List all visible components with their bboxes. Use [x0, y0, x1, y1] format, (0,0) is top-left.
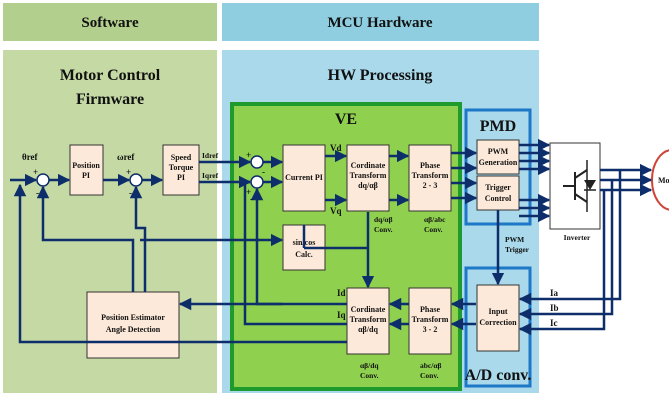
svg-text:Input: Input — [488, 307, 507, 316]
ad-conv-title: A/D conv. — [465, 367, 532, 384]
svg-text:Transform: Transform — [350, 315, 387, 324]
position-pi-block: Position PI — [69, 144, 104, 196]
svg-text:Cordinate: Cordinate — [351, 161, 386, 170]
ia-label: Ia — [550, 288, 559, 298]
current-pi-block: Current PI — [282, 144, 326, 212]
sum-junction-position — [36, 173, 50, 187]
phase-transform-2-3-block: Phase Transform 2 - 3 — [408, 144, 452, 212]
svg-text:Speed: Speed — [171, 153, 192, 162]
idref-label: Idref — [202, 151, 219, 160]
svg-text:Generation: Generation — [479, 158, 518, 167]
svg-text:Cordinate: Cordinate — [351, 305, 386, 314]
vq-label: Vq — [330, 206, 342, 216]
svg-text:Position: Position — [72, 161, 100, 170]
svg-text:Current PI: Current PI — [285, 173, 323, 182]
svg-text:Mo: Mo — [658, 176, 669, 185]
svg-text:PI: PI — [82, 171, 90, 180]
abc-ab-conv-label-1: abc/αβ — [420, 361, 442, 370]
sign-minus-3: - — [262, 167, 265, 177]
sign-plus-3: + — [246, 150, 251, 160]
svg-text:dq/αβ: dq/αβ — [358, 181, 378, 190]
svg-text:Correction: Correction — [479, 318, 517, 327]
coordinate-transform-ab-dq-block: Cordinate Transform αβ/dq — [346, 287, 390, 355]
sign-minus-4: - — [250, 194, 253, 204]
svg-text:Phase: Phase — [420, 305, 440, 314]
vd-label: Vd — [330, 143, 342, 153]
signal-wires — [10, 138, 653, 344]
ab-abc-conv-label-2: Conv. — [424, 225, 443, 234]
sign-plus-2: + — [126, 167, 131, 177]
sum-junction-speed — [129, 173, 143, 187]
omega-ref-label: ωref — [117, 152, 135, 162]
abc-ab-conv-label-2: Conv. — [420, 371, 439, 380]
svg-text:3 - 2: 3 - 2 — [423, 325, 438, 334]
sign-plus-4: + — [246, 187, 251, 197]
dq-ab-conv-label-1: dq/αβ — [374, 215, 393, 224]
svg-text:Transform: Transform — [412, 171, 449, 180]
svg-text:Transform: Transform — [350, 171, 387, 180]
ve-title: VE — [335, 111, 357, 128]
svg-text:2 - 3: 2 - 3 — [423, 181, 438, 190]
sign-minus-1: - — [36, 188, 39, 198]
svg-text:PI: PI — [177, 173, 185, 182]
dq-ab-conv-label-2: Conv. — [374, 225, 393, 234]
input-correction-block: Input Correction — [476, 284, 520, 352]
svg-text:Angle Detection: Angle Detection — [106, 325, 161, 334]
ib-label: Ib — [550, 303, 559, 313]
svg-text:Calc.: Calc. — [295, 250, 313, 259]
pwm-trigger-label-2: Trigger — [505, 245, 530, 254]
phase-transform-3-2-block: Phase Transform 3 - 2 — [408, 287, 452, 355]
iq-label: Iq — [337, 310, 346, 320]
svg-text:Trigger: Trigger — [485, 183, 511, 192]
pwm-trigger-label-1: PWM — [505, 235, 524, 244]
sign-minus-2: - — [129, 188, 132, 198]
mcu-hardware-label: MCU Hardware — [327, 15, 432, 31]
trigger-control-block: Trigger Control — [476, 175, 520, 211]
hw-processing-title: HW Processing — [328, 67, 433, 84]
sum-junction-q — [250, 175, 264, 189]
mcu-hardware-banner — [222, 3, 539, 41]
software-banner — [3, 3, 217, 41]
svg-text:Phase: Phase — [420, 161, 440, 170]
ab-abc-conv-label-1: αβ/abc — [424, 215, 446, 224]
ic-label: Ic — [550, 318, 558, 328]
firmware-title-line1: Motor Control — [60, 67, 161, 84]
firmware-title-line2: Firmware — [76, 91, 144, 108]
pmd-title: PMD — [480, 118, 516, 135]
software-label: Software — [81, 15, 139, 31]
position-estimator-block: Position Estimator Angle Detection — [86, 291, 180, 359]
sign-plus-1: + — [33, 167, 38, 177]
svg-text:Transform: Transform — [412, 315, 449, 324]
pwm-generation-block: PWM Generation — [476, 139, 520, 175]
speed-torque-pi-block: Speed Torque PI — [162, 144, 200, 196]
svg-text:αβ/dq: αβ/dq — [358, 325, 378, 334]
svg-text:PWM: PWM — [488, 147, 509, 156]
ab-dq-conv-label-2: Conv. — [360, 371, 379, 380]
id-label: Id — [337, 288, 346, 298]
iqref-label: Iqref — [202, 171, 219, 180]
inverter-label: Inverter — [564, 233, 591, 242]
inverter-block — [549, 142, 601, 230]
ab-dq-conv-label-1: αβ/dq — [360, 361, 379, 370]
coordinate-transform-dq-ab-block: Cordinate Transform dq/αβ — [346, 144, 390, 212]
svg-text:Control: Control — [485, 194, 512, 203]
motor-circle: Mo — [651, 149, 669, 211]
svg-text:Position Estimator: Position Estimator — [101, 313, 165, 322]
theta-ref-label: θref — [22, 152, 39, 162]
svg-text:Torque: Torque — [169, 163, 194, 172]
